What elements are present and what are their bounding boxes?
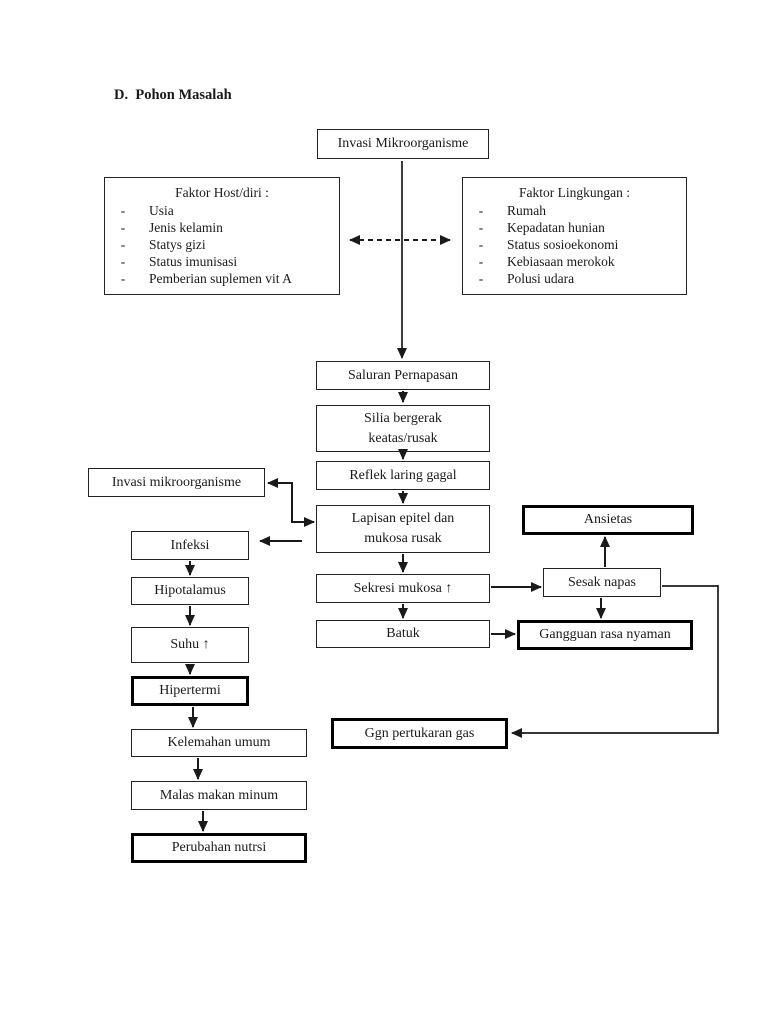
bullet-dash: -: [120, 237, 126, 252]
node-sesak-napas: Sesak napas: [543, 568, 661, 597]
list-item: - Rumah: [469, 202, 680, 219]
list-item-label: Status sosioekonomi: [507, 237, 619, 252]
list-item-label: Rumah: [507, 203, 546, 218]
list-item: - Status imunisasi: [111, 253, 333, 270]
node-hipertermi: Hipertermi: [131, 676, 249, 706]
page-title: D. Pohon Masalah: [114, 87, 232, 103]
bullet-dash: -: [120, 254, 126, 269]
panel-faktor-lingkungan: Faktor Lingkungan : - Rumah - Kepadatan …: [462, 177, 687, 295]
node-suhu-naik: Suhu ↑: [131, 627, 249, 663]
list-item-label: Statys gizi: [149, 237, 206, 252]
bullet-dash: -: [120, 203, 126, 218]
list-item: - Jenis kelamin: [111, 219, 333, 236]
list-item-label: Jenis kelamin: [149, 220, 223, 235]
node-saluran-pernapasan: Saluran Pernapasan: [316, 361, 490, 390]
list-item-label: Pemberian suplemen vit A: [149, 271, 292, 286]
node-reflek-laring: Reflek laring gagal: [316, 461, 490, 490]
node-sekresi-mukosa: Sekresi mukosa ↑: [316, 574, 490, 603]
node-invasi-mikroorganisme-top: Invasi Mikroorganisme: [317, 129, 489, 159]
panel-faktor-lingkungan-title: Faktor Lingkungan :: [519, 185, 630, 200]
node-batuk: Batuk: [316, 620, 490, 648]
list-item: - Pemberian suplemen vit A: [111, 270, 333, 287]
bullet-dash: -: [478, 237, 484, 252]
list-item: - Statys gizi: [111, 236, 333, 253]
bullet-dash: -: [478, 254, 484, 269]
list-item-label: Kepadatan hunian: [507, 220, 605, 235]
node-silia-bergerak: Silia bergerak keatas/rusak: [316, 405, 490, 452]
list-item: - Kebiasaan merokok: [469, 253, 680, 270]
node-gangguan-rasa-nyaman: Gangguan rasa nyaman: [517, 620, 693, 650]
node-ansietas: Ansietas: [522, 505, 694, 535]
list-item-label: Usia: [149, 203, 174, 218]
node-hipotalamus: Hipotalamus: [131, 577, 249, 605]
panel-faktor-host-title: Faktor Host/diri :: [175, 185, 269, 200]
panel-faktor-host: Faktor Host/diri : - Usia - Jenis kelami…: [104, 177, 340, 295]
list-item: - Usia: [111, 202, 333, 219]
bullet-dash: -: [120, 271, 126, 286]
bullet-dash: -: [120, 220, 126, 235]
list-item: - Polusi udara: [469, 270, 680, 287]
list-item-label: Kebiasaan merokok: [507, 254, 615, 269]
connector-invasi-left-lapisan-elbow: [267, 478, 315, 527]
bullet-dash: -: [478, 271, 484, 286]
list-item-label: Polusi udara: [507, 271, 575, 286]
node-infeksi: Infeksi: [131, 531, 249, 560]
list-item: - Status sosioekonomi: [469, 236, 680, 253]
list-item-label: Status imunisasi: [149, 254, 238, 269]
node-kelemahan-umum: Kelemahan umum: [131, 729, 307, 757]
bullet-dash: -: [478, 203, 484, 218]
node-lapisan-epitel: Lapisan epitel dan mukosa rusak: [316, 505, 490, 553]
connector-sesak-to-ggn-gas-elbow: [511, 585, 719, 738]
node-ggn-pertukaran-gas: Ggn pertukaran gas: [331, 718, 508, 749]
node-malas-makan-minum: Malas makan minum: [131, 781, 307, 810]
bullet-dash: -: [478, 220, 484, 235]
node-invasi-mikroorganisme-left: Invasi mikroorganisme: [88, 468, 265, 497]
node-perubahan-nutrisi: Perubahan nutrsi: [131, 833, 307, 863]
list-item: - Kepadatan hunian: [469, 219, 680, 236]
